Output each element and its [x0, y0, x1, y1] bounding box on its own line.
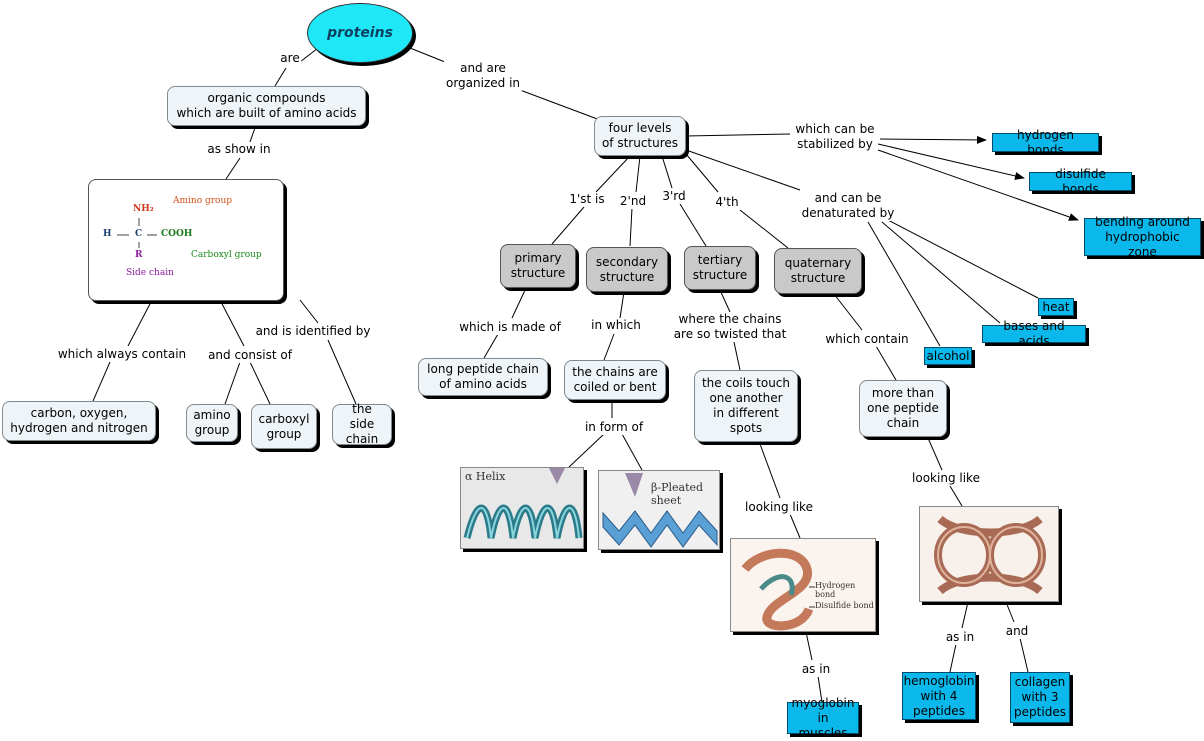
hydrogen-bond-label: Hydrogen bond: [815, 581, 856, 599]
tertiary-structure-image: Hydrogen bond Disulfide bond: [730, 538, 876, 632]
node-bases-and-acids[interactable]: bases and acids: [982, 319, 1086, 348]
c-label: C: [135, 229, 143, 239]
link-fourth: 4'th: [713, 195, 741, 210]
alpha-helix-label: α Helix: [465, 470, 506, 483]
node-hydrogen-bonds[interactable]: hydrogen bonds: [992, 128, 1099, 157]
link-organized-in: and are organized in: [443, 61, 523, 91]
h-label: H: [103, 229, 112, 239]
link-as-in-myoglobin: as in: [799, 662, 833, 677]
helix-drawing: [463, 468, 583, 539]
link-which-contain: which contain: [823, 332, 911, 347]
node-hemoglobin[interactable]: hemoglobin with 4 peptides: [902, 672, 976, 720]
node-tertiary-structure[interactable]: tertiary structure: [684, 246, 756, 290]
link-third: 3'rd: [660, 189, 688, 204]
link-made-of: which is made of: [457, 320, 563, 335]
link-denaturated-by: and can be denaturated by: [799, 191, 897, 221]
alpha-helix-image: α Helix: [460, 467, 584, 549]
link-first: 1'st is: [567, 192, 607, 207]
side-chain-label: Side chain: [126, 268, 174, 278]
node-coils-touch[interactable]: the coils touch one another in different…: [694, 370, 798, 442]
node-primary-structure[interactable]: primary structure: [500, 244, 576, 288]
node-organic-compounds[interactable]: organic compounds which are built of ami…: [167, 86, 366, 126]
tertiary-drawing: [741, 548, 815, 631]
node-disulfide-bonds[interactable]: disulfide bonds: [1029, 167, 1132, 196]
root-node-proteins[interactable]: proteins: [307, 3, 413, 63]
node-bending-hydrophobic[interactable]: bending around hydrophobic zone: [1084, 215, 1201, 259]
node-collagen[interactable]: collagen with 3 peptides: [1010, 672, 1070, 723]
node-myoglobin[interactable]: myoglobin in muscles: [787, 696, 859, 740]
link-looking-like-tertiary: looking like: [743, 500, 815, 515]
link-second: 2'nd: [617, 194, 649, 209]
node-secondary-structure[interactable]: secondary structure: [586, 247, 668, 292]
node-more-than-one-chain[interactable]: more than one peptide chain: [859, 380, 947, 437]
link-in-form-of: in form of: [582, 420, 646, 435]
node-alcohol[interactable]: alcohol: [924, 347, 972, 365]
cooh-label: COOH: [161, 229, 193, 239]
link-looking-like-quaternary: looking like: [910, 471, 982, 486]
beta-sheet-image: β-Pleated sheet: [598, 470, 720, 550]
r-label: R: [135, 250, 143, 260]
link-in-which: in which: [589, 318, 643, 333]
link-consist-of: and consist of: [206, 348, 294, 363]
node-chains-coiled[interactable]: the chains are coiled or bent: [564, 360, 666, 400]
link-as-show-in: as show in: [205, 142, 273, 157]
node-heat[interactable]: heat: [1038, 298, 1074, 316]
link-identified-by: and is identified by: [253, 324, 373, 339]
quaternary-drawing: [934, 515, 1046, 595]
link-always-contain: which always contain: [55, 347, 189, 362]
link-stabilized-by: which can be stabilized by: [793, 122, 877, 152]
node-side-chain[interactable]: the side chain: [332, 402, 392, 446]
node-quaternary-structure[interactable]: quaternary structure: [774, 248, 862, 294]
beta-sheet-label: β-Pleated sheet: [651, 481, 704, 507]
nh2-label: NH₂: [133, 204, 154, 214]
disulfide-bond-label: Disulfide bond: [815, 601, 874, 610]
amino-acid-structure-image: NH₂ Amino group H C COOH Carboxyl group …: [88, 179, 284, 301]
node-four-levels[interactable]: four levels of structures: [594, 116, 686, 156]
quaternary-structure-image: [919, 506, 1059, 602]
amino-acid-bonds: [117, 218, 157, 248]
sheet-drawing: [602, 473, 718, 548]
node-long-peptide-chain[interactable]: long peptide chain of amino acids: [418, 358, 548, 396]
carboxyl-group-label: Carboxyl group: [191, 250, 262, 260]
node-amino-group[interactable]: amino group: [186, 404, 238, 442]
node-elements[interactable]: carbon, oxygen, hydrogen and nitrogen: [2, 401, 156, 441]
amino-group-label: Amino group: [173, 196, 233, 206]
link-twisted: where the chains are so twisted that: [671, 312, 789, 342]
link-as-in-hemoglobin: as in: [943, 630, 977, 645]
link-are: are: [278, 51, 302, 66]
link-and-collagen: and: [1003, 624, 1031, 639]
node-carboxyl-group[interactable]: carboxyl group: [251, 404, 317, 449]
